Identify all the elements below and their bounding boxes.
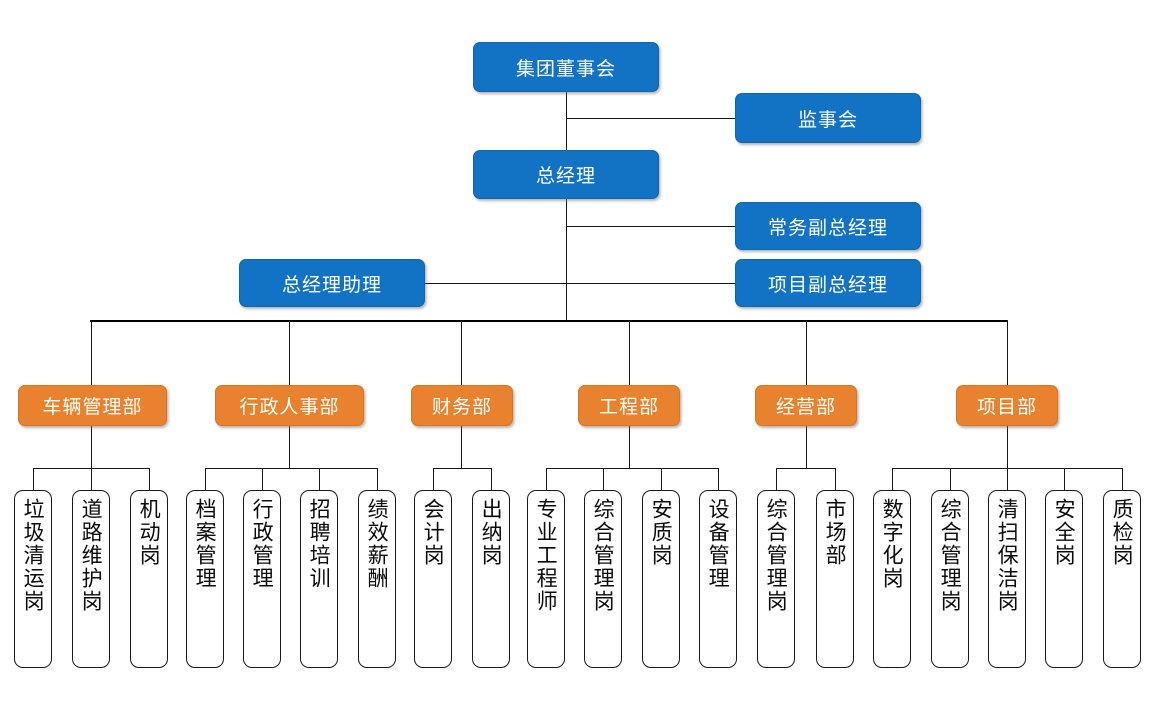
drop-dept2-4 [377,468,378,490]
drop-dept2-3 [319,468,320,490]
drop-dept6-4 [1064,468,1065,490]
position-label: 安全岗 [1052,498,1077,567]
drop-dept4-4 [718,468,719,490]
node-department-finance[interactable]: 财务部 [411,385,513,426]
position-label: 综合管理岗 [764,498,789,613]
drop-dept4-3 [661,468,662,490]
position-box[interactable]: 清扫保洁岗 [988,490,1026,668]
connector-board-down [566,92,567,151]
position-label: 垃圾清运岗 [21,498,46,613]
position-box[interactable]: 设备管理 [699,490,737,668]
drop-dept4-1 [546,468,547,490]
stem-dept-4 [629,320,630,385]
stem-dept-6 [1007,320,1008,385]
position-label: 道路维护岗 [79,498,104,613]
position-label: 招聘培训 [307,498,332,590]
position-label: 绩效薪酬 [365,498,390,590]
position-box[interactable]: 安全岗 [1045,490,1083,668]
stem-dept5-down [806,425,807,468]
node-department-project[interactable]: 项目部 [956,385,1058,426]
position-label: 设备管理 [706,498,731,590]
stem-dept1-down [91,425,92,468]
position-label: 数字化岗 [880,498,905,590]
position-label: 安质岗 [649,498,674,567]
position-box[interactable]: 综合管理岗 [757,490,795,668]
bus-dept3 [433,468,491,469]
drop-dept1-3 [149,468,150,490]
stem-dept-3 [461,320,462,385]
position-box[interactable]: 综合管理岗 [931,490,969,668]
position-box[interactable]: 绩效薪酬 [358,490,396,668]
position-label: 档案管理 [193,498,218,590]
position-label: 出纳岗 [479,498,504,567]
node-general-manager-assistant[interactable]: 总经理助理 [239,259,425,307]
stem-dept-2 [289,320,290,385]
position-box[interactable]: 会计岗 [414,490,452,668]
drop-dept6-3 [1007,468,1008,490]
position-label: 市场部 [823,498,848,567]
position-box[interactable]: 行政管理 [243,490,281,668]
drop-dept1-1 [33,468,34,490]
drop-dept2-1 [205,468,206,490]
node-department-engineering[interactable]: 工程部 [578,385,680,426]
node-department-business-operations[interactable]: 经营部 [755,385,857,426]
position-box[interactable]: 档案管理 [186,490,224,668]
position-box[interactable]: 数字化岗 [873,490,911,668]
position-box[interactable]: 综合管理岗 [584,490,622,668]
node-supervisory-board[interactable]: 监事会 [735,93,921,143]
drop-dept5-2 [835,468,836,490]
position-box[interactable]: 出纳岗 [472,490,510,668]
drop-dept6-5 [1122,468,1123,490]
position-box[interactable]: 机动岗 [130,490,168,668]
bus-dept2 [205,468,377,469]
position-label: 清扫保洁岗 [995,498,1020,613]
drop-dept3-1 [433,468,434,490]
stem-dept2-down [289,425,290,468]
connector-gm-to-project-vice [566,283,736,284]
connector-gm-to-assistant [424,283,566,284]
node-general-manager[interactable]: 总经理 [473,150,659,199]
position-box[interactable]: 质检岗 [1103,490,1141,668]
drop-dept1-2 [91,468,92,490]
stem-dept3-down [461,425,462,468]
position-box[interactable]: 道路维护岗 [72,490,110,668]
drop-dept2-2 [262,468,263,490]
position-label: 行政管理 [250,498,275,590]
position-label: 质检岗 [1110,498,1135,567]
position-box[interactable]: 招聘培训 [300,490,338,668]
department-bus [90,320,1008,322]
connector-gm-to-exec-vice [566,226,736,227]
position-label: 机动岗 [137,498,162,567]
connector-board-to-supervisory [566,118,736,119]
stem-dept4-down [629,425,630,468]
connector-gm-down [566,199,567,321]
position-label: 会计岗 [421,498,446,567]
node-project-vice-general-manager[interactable]: 项目副总经理 [735,259,921,307]
drop-dept6-1 [892,468,893,490]
drop-dept3-2 [491,468,492,490]
drop-dept6-2 [950,468,951,490]
position-box[interactable]: 垃圾清运岗 [14,490,52,668]
node-department-vehicle-management[interactable]: 车辆管理部 [18,385,167,426]
position-label: 综合管理岗 [938,498,963,613]
drop-dept5-1 [776,468,777,490]
position-label: 综合管理岗 [591,498,616,613]
stem-dept-5 [806,320,807,385]
drop-dept4-2 [603,468,604,490]
node-board-of-directors[interactable]: 集团董事会 [473,42,659,92]
stem-dept-1 [91,320,92,385]
bus-dept5 [776,468,835,469]
node-executive-vice-general-manager[interactable]: 常务副总经理 [735,202,921,250]
node-department-administration-hr[interactable]: 行政人事部 [215,385,364,426]
position-box[interactable]: 专业工程师 [527,490,565,668]
position-box[interactable]: 安质岗 [642,490,680,668]
position-label: 专业工程师 [534,498,559,613]
stem-dept6-down [1007,425,1008,468]
position-box[interactable]: 市场部 [816,490,854,668]
bus-dept4 [546,468,718,469]
